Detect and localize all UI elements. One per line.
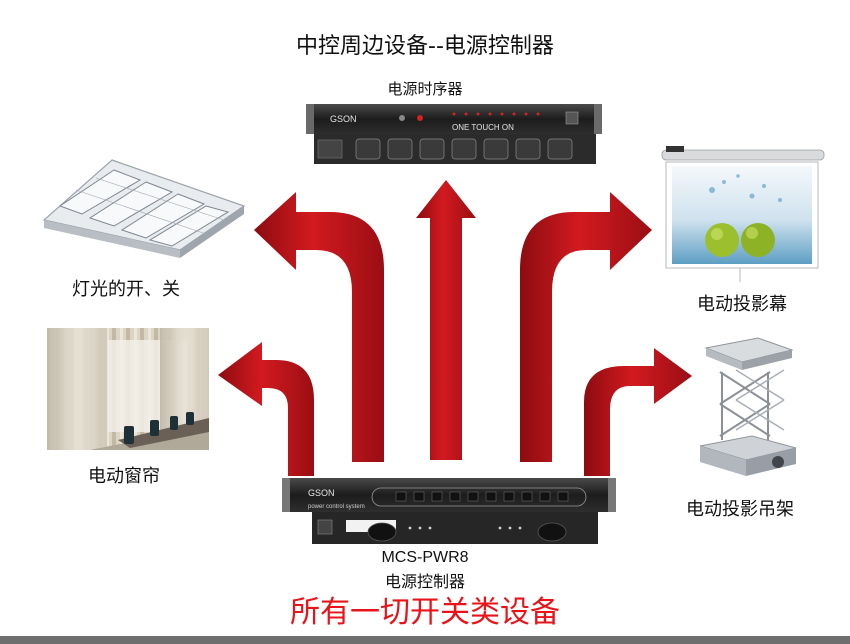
power-sequencer-image: GSON ONE TOUCH ON: [306, 104, 602, 164]
sequencer-panel-text: ONE TOUCH ON: [452, 123, 514, 132]
controller-brand: GSON: [308, 488, 335, 498]
projection-screen-image: [661, 146, 825, 282]
projector-lift-image: [699, 337, 797, 476]
sequencer-brand: GSON: [330, 114, 357, 124]
curtain-label: 电动窗帘: [88, 466, 160, 487]
bottom-bar: [0, 636, 850, 644]
curtain-room-image: [47, 328, 209, 450]
page-title: 中控周边设备--电源控制器: [296, 34, 554, 59]
arrow-to-lights: [254, 192, 384, 462]
screen-label: 电动投影幕: [697, 294, 787, 315]
power-controller-image: GSON power control system: [282, 478, 616, 544]
arrow-to-curtain: [218, 342, 314, 476]
slogan: 所有一切开关类设备: [290, 595, 560, 630]
arrow-to-screen: [520, 192, 652, 462]
arrow-to-lift: [584, 348, 692, 476]
lift-label: 电动投影吊架: [686, 499, 794, 520]
ceiling-light-image: [42, 159, 246, 258]
controller-name: 电源控制器: [384, 572, 465, 591]
controller-model: MCS-PWR8: [381, 549, 469, 566]
sequencer-label: 电源时序器: [387, 80, 463, 98]
arrow-to-sequencer: [416, 180, 476, 460]
lights-label: 灯光的开、关: [72, 279, 180, 300]
controller-subtitle: power control system: [308, 504, 365, 510]
